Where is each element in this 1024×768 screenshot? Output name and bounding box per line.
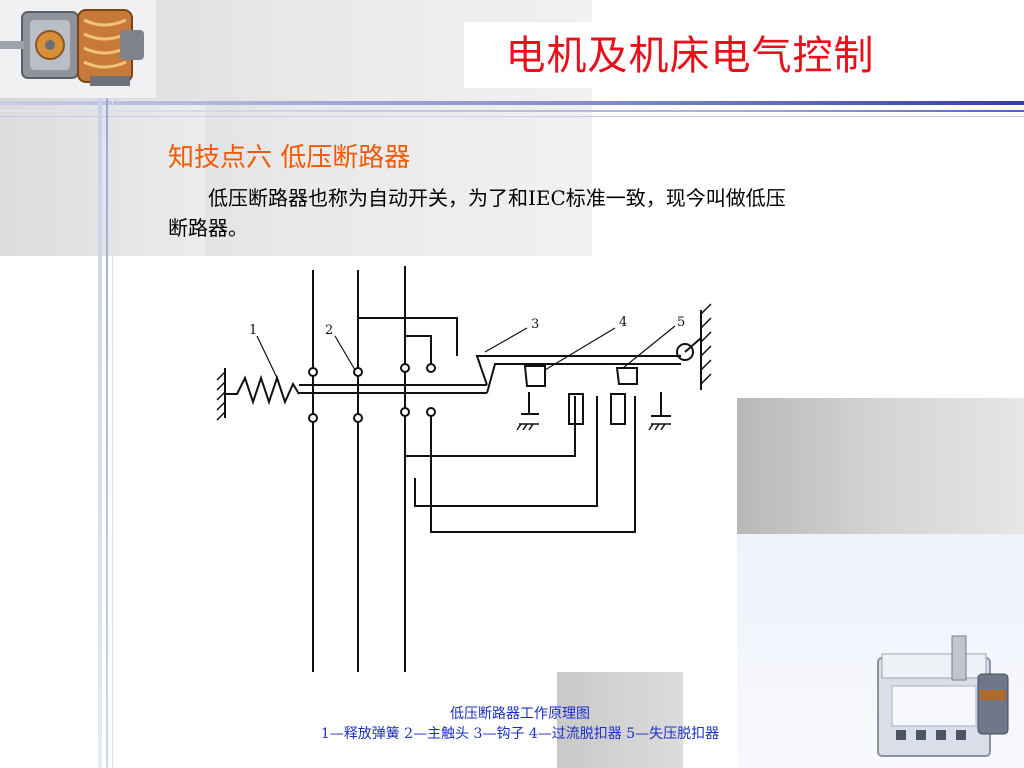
left-rule-3 [112,98,113,768]
diagram-label-4: 4 [619,315,627,330]
hook-upper [475,355,681,386]
leader-5 [622,325,676,369]
breaker-product-image [877,635,1009,757]
leader-3 [484,327,528,353]
overcurrent-spring-base [521,392,539,415]
intro-paragraph: 低压断路器也称为自动开关，为了和IEC标准一致，现今叫做低压 断路器。 [168,183,958,243]
left-grey-panel [0,100,205,256]
paragraph-line-1-text: 低压断路器也称为自动开关，为了和IEC标准一致，现今叫做低压 [208,186,786,210]
header-rule-light [0,110,1024,112]
leader-1 [256,335,280,383]
pivot-link [684,337,702,353]
hook-lower [486,363,681,394]
overcurrent-armature [523,365,546,387]
figure-caption: 低压断路器工作原理图 1—释放弹簧 2—主触头 3—钩子 4—过流脱扣器 5—失… [240,704,800,744]
caption-title: 低压断路器工作原理图 [450,706,590,722]
overcurrent-ground [516,423,539,431]
diagram-label-1: 1 [249,323,257,338]
right-wall-hatch [700,303,712,385]
header-rule-faint [0,116,1024,117]
control-wire-c [405,396,576,457]
control-wire-d [414,396,598,507]
paragraph-line-2: 断路器。 [168,216,248,240]
overcurrent-coil [568,393,584,425]
undervoltage-ground [648,423,671,431]
circuit-diagram: 1 2 3 4 5 [216,266,712,672]
control-wire-b [405,335,432,364]
diagram-label-2: 2 [325,323,333,338]
motor-image [0,0,156,98]
bottom-grey-panel [557,672,683,768]
main-contacts [308,363,436,423]
control-wire-e [430,396,636,533]
leader-2 [334,335,356,371]
paragraph-line-1: 低压断路器也称为自动开关，为了和IEC标准一致，现今叫做低压 [168,183,958,213]
diagram-label-3: 3 [531,317,539,332]
slide-title: 电机及机床电气控制 [505,33,875,79]
caption-legend: 1—释放弹簧 2—主触头 3—钩子 4—过流脱扣器 5—失压脱扣器 [320,726,720,742]
left-rule-2 [106,98,108,768]
control-wire-a [358,317,458,356]
undervoltage-spring-base [651,392,671,417]
undervoltage-coil [610,393,626,425]
header-rule-dark [0,101,1024,105]
release-spring [225,374,300,406]
left-rule-1 [98,98,102,768]
title-box [464,22,910,88]
diagram-label-5: 5 [677,315,685,330]
pivot [676,343,694,361]
leader-4 [544,327,616,371]
diagram-background [205,256,737,672]
right-grey-panel [737,398,1024,534]
undervoltage-armature [615,367,638,385]
section-heading: 知技点六 低压断路器 [168,143,411,173]
left-wall-hatch [216,371,226,421]
